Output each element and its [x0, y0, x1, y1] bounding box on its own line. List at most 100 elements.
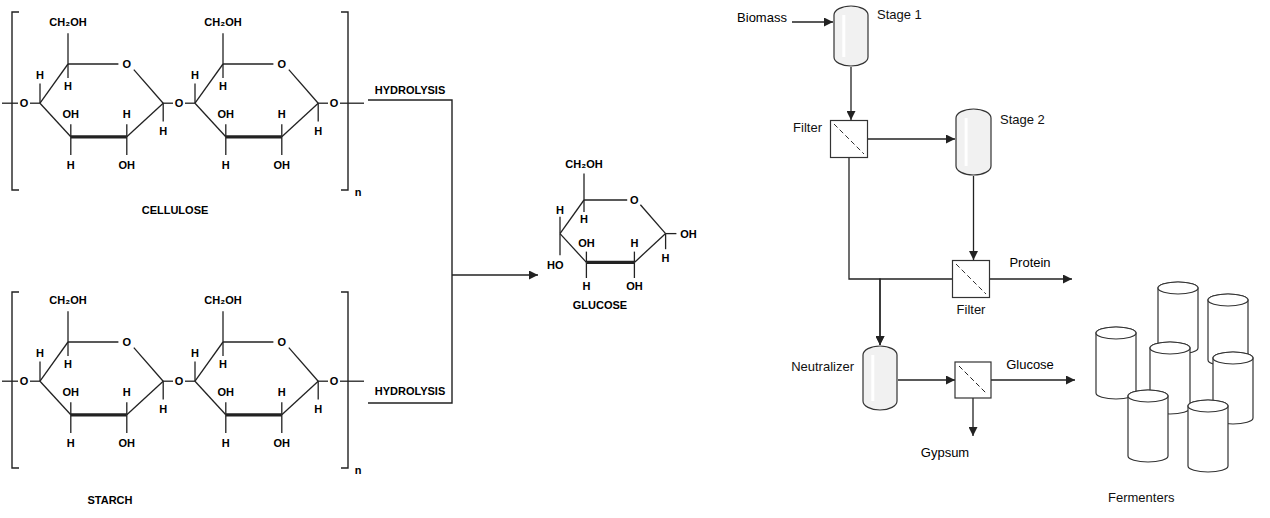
- bond-line: [68, 341, 118, 342]
- atom-label: H: [278, 387, 286, 398]
- atom-label: H: [314, 126, 322, 137]
- atom-label: H: [580, 214, 588, 225]
- bond-line: [281, 415, 282, 433]
- atom-label: H: [64, 359, 72, 370]
- node-outline: [830, 120, 868, 158]
- filter-media: [959, 366, 987, 394]
- ring-front-edge: [226, 413, 282, 416]
- atom-label: CH₂OH: [49, 17, 86, 28]
- bond-line: [134, 348, 163, 382]
- reaction-arrow: [452, 274, 538, 275]
- node-label: Filter: [957, 302, 986, 317]
- atom-label: O: [630, 195, 639, 206]
- bond-line: [126, 137, 127, 155]
- bond-line: [67, 64, 68, 78]
- bond-line: [67, 311, 68, 342]
- atom-label: OH: [274, 437, 291, 448]
- bond-line: [222, 33, 223, 64]
- atom-label: H: [67, 437, 75, 448]
- bond-line: [640, 205, 665, 234]
- structure-label: HYDROLYSIS: [375, 85, 446, 96]
- bond-line: [67, 33, 68, 64]
- bond-line: [185, 381, 195, 382]
- bond-line: [281, 137, 282, 155]
- flow-connector: [850, 67, 851, 120]
- bracket: [12, 12, 19, 190]
- ring-front-edge: [226, 135, 282, 138]
- bond-line: [665, 234, 666, 250]
- bond-line: [289, 70, 318, 104]
- atom-label: H: [222, 437, 230, 448]
- atom-label: OH: [626, 281, 643, 292]
- bond-line: [340, 103, 364, 104]
- bond-line: [195, 64, 223, 103]
- node-outline: [862, 345, 898, 411]
- bracket: [341, 292, 348, 468]
- bond-line: [40, 64, 68, 103]
- bond-line: [70, 402, 71, 415]
- atom-label: H: [582, 281, 590, 292]
- atom-label: OH: [119, 159, 136, 170]
- atom-label: H: [191, 70, 199, 81]
- bond-line: [666, 233, 677, 234]
- bond-line: [583, 200, 584, 212]
- bracket: [341, 12, 348, 190]
- atom-label: O: [330, 98, 339, 109]
- ring-front-edge: [586, 261, 634, 264]
- stream-label: Gypsum: [921, 446, 969, 459]
- atom-label: H: [64, 81, 72, 92]
- bond-line: [225, 402, 226, 415]
- bond-line: [127, 381, 163, 415]
- node-outline: [1088, 282, 1266, 488]
- bond-line: [281, 124, 282, 137]
- bond-line: [222, 342, 223, 356]
- bond-line: [318, 103, 328, 104]
- bond-line: [223, 341, 273, 342]
- bond-line: [584, 199, 627, 200]
- structure-label: STARCH: [87, 495, 132, 506]
- node-label: Fermenters: [1108, 490, 1174, 505]
- bond-line: [634, 234, 665, 263]
- bond-line: [2, 381, 18, 382]
- bond-line: [163, 381, 173, 382]
- stream-label: Protein: [1009, 256, 1050, 269]
- ring-front-edge: [71, 413, 127, 416]
- node-label: Stage 2: [1000, 112, 1045, 127]
- bond-line: [281, 402, 282, 415]
- atom-label: OH: [578, 238, 595, 249]
- bond-line: [126, 415, 127, 433]
- atom-label: OH: [63, 387, 80, 398]
- process-vessel: Neutralizer: [862, 345, 898, 411]
- atom-label: H: [314, 404, 322, 415]
- node-outline: [833, 5, 869, 67]
- bond-line: [223, 63, 273, 64]
- stream-arrow: [972, 398, 973, 436]
- bond-line: [185, 103, 195, 104]
- flow-connector: [880, 279, 952, 345]
- atom-label: O: [330, 376, 339, 387]
- atom-label: H: [159, 404, 167, 415]
- process-vessel: Stage 2: [955, 108, 992, 176]
- atom-label: H: [219, 81, 227, 92]
- bond-line: [134, 70, 163, 104]
- bond-line: [70, 415, 71, 433]
- stream-arrow: [990, 278, 1072, 279]
- bond-line: [222, 64, 223, 78]
- atom-label: H: [36, 70, 44, 81]
- bond-line: [583, 174, 584, 200]
- bond-line: [340, 381, 364, 382]
- atom-label: CH₂OH: [49, 295, 86, 306]
- bond-line: [318, 381, 328, 382]
- atom-label: O: [175, 98, 184, 109]
- atom-label: OH: [274, 159, 291, 170]
- bond-line: [225, 415, 226, 433]
- stream-label: Glucose: [1006, 358, 1054, 371]
- atom-label: OH: [218, 387, 235, 398]
- bond-line: [559, 234, 560, 256]
- atom-label: H: [219, 359, 227, 370]
- node-outline: [952, 260, 990, 298]
- bond-line: [126, 402, 127, 415]
- atom-label: OH: [218, 109, 235, 120]
